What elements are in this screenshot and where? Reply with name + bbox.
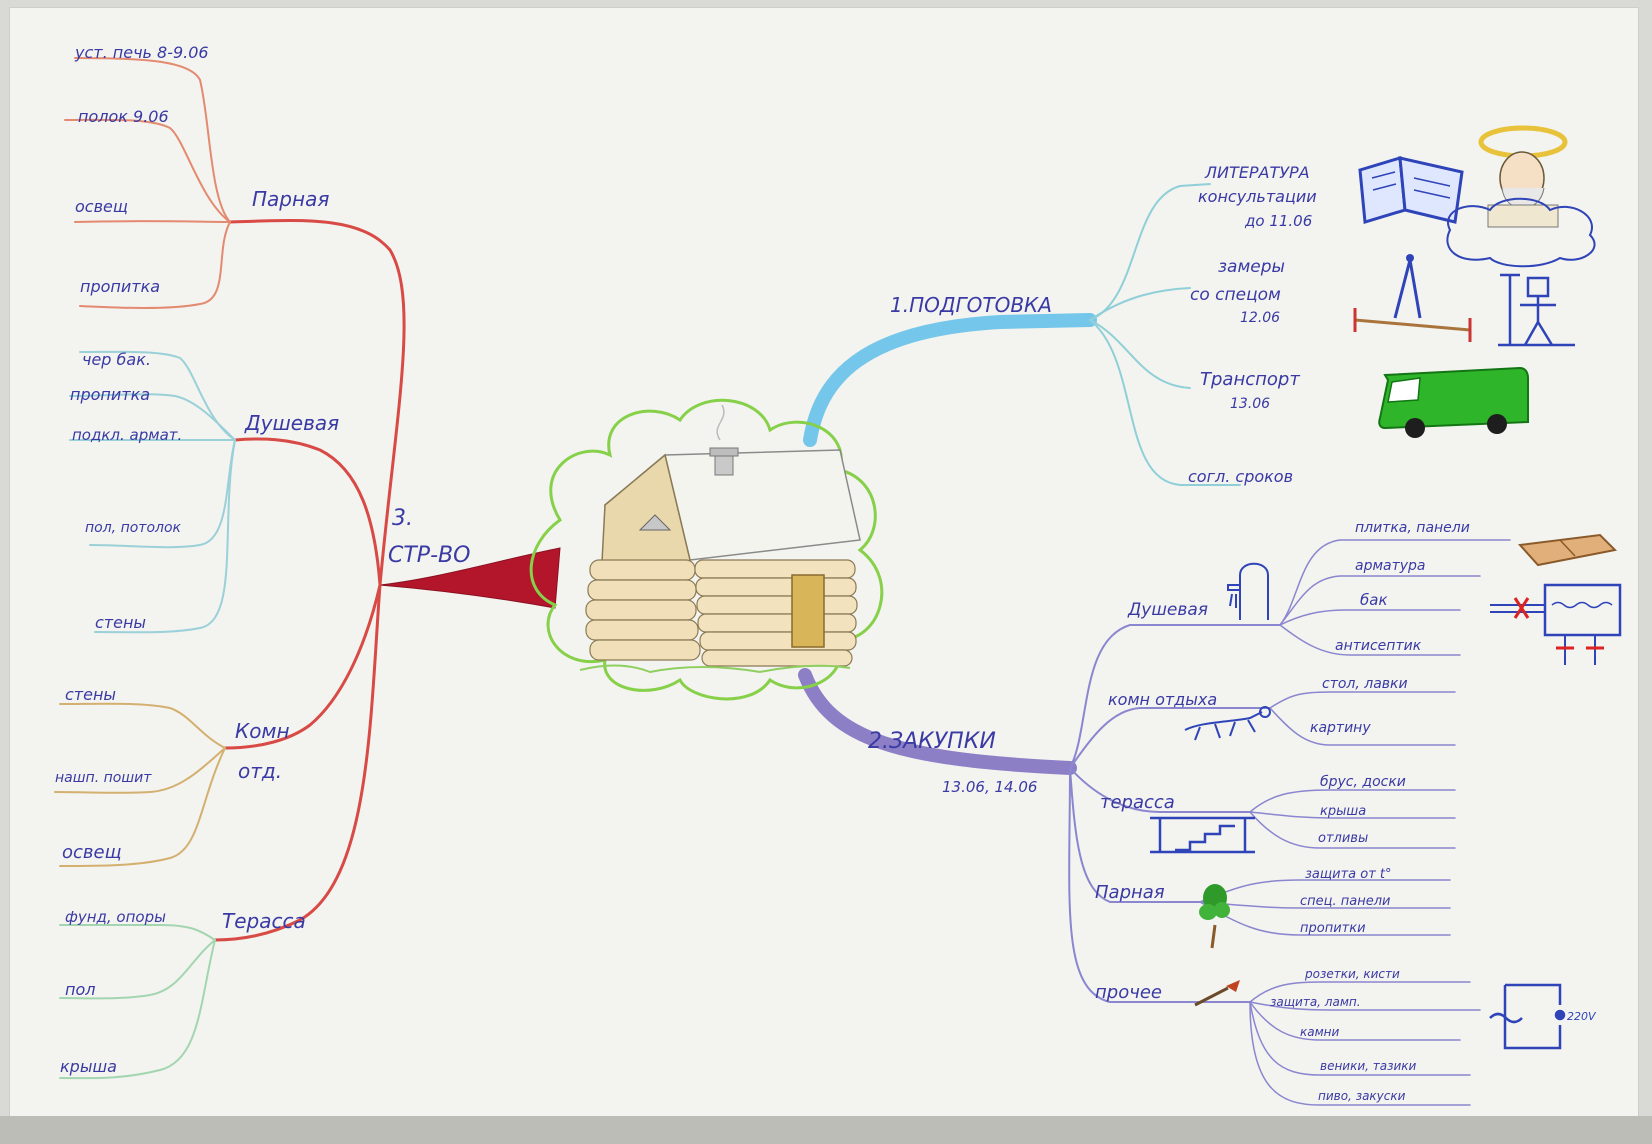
b3-komn-item-2: освещ [62, 842, 122, 863]
b3-parnaya-item-3: пропитка [80, 277, 160, 296]
terrace-stairs-icon [1150, 816, 1255, 854]
b2-prochee-item-0: розетки, кисти [1304, 967, 1400, 981]
b2-prochee-item-1: защита, ламп. [1270, 995, 1361, 1009]
b3-parnaya-item-1: полок 9.06 [78, 107, 169, 126]
b1-item-0-line3: до 11.06 [1244, 212, 1312, 230]
b3-dushevaya-item-3: пол, потолок [85, 520, 182, 536]
b3-dushevaya-item-2: подкл. армат. [72, 426, 182, 444]
tile-plank-icon [1517, 533, 1618, 567]
b2-dushevaya-item-2: бак [1360, 591, 1388, 609]
b2-group-terassa: терасса [1100, 792, 1175, 813]
b1-item-1-line3: 12.06 [1240, 310, 1280, 326]
b3-terassa-item-1: пол [65, 980, 95, 999]
saint-on-cloud-icon [1446, 125, 1596, 268]
b3-dushevaya-item-0: чер бак. [82, 350, 151, 369]
shower-icon [1227, 562, 1269, 620]
b1-item-2-line1: Транспорт [1200, 369, 1300, 390]
b2-komn-item-0: стол, лавки [1322, 676, 1408, 692]
b2-dushevaya-item-1: арматура [1355, 558, 1426, 574]
b3-group-komn-line1: Комн [235, 719, 290, 743]
b3-group-komn-line2: отд. [238, 759, 282, 783]
b2-komn-item-1: картину [1310, 720, 1371, 736]
b2-group-komn-otdyha: комн отдыха [1108, 690, 1217, 709]
b2-prochee-item-4: пиво, закуски [1318, 1089, 1406, 1103]
compass-measure-icon [1353, 254, 1472, 342]
b2-terassa-item-0: брус, доски [1320, 774, 1406, 790]
brush-icon [1194, 980, 1240, 1007]
van-icon [1378, 366, 1529, 438]
b3-komn-item-0: стены [65, 685, 116, 704]
b1-item-2-line2: 13.06 [1230, 396, 1270, 412]
b3-terassa-item-2: крыша [60, 1057, 117, 1076]
b2-dushevaya-item-0: плитка, панели [1355, 520, 1470, 536]
branch2-lines [798, 539, 1511, 1106]
center-house-image [529, 398, 884, 701]
b2-terassa-item-2: отливы [1318, 831, 1368, 846]
branch3-title: СТР-ВО [388, 543, 470, 568]
b1-item-0-line2: консультации [1198, 187, 1317, 206]
branch1-title: 1.ПОДГОТОВКА [890, 293, 1052, 317]
b3-terassa-item-0: фунд, опоры [65, 908, 166, 926]
b3-group-parnaya: Парная [252, 187, 329, 211]
b3-group-dushevaya: Душевая [244, 411, 339, 435]
branch3-lines [54, 57, 561, 1080]
b2-prochee-item-2: камни [1300, 1025, 1340, 1039]
table-edge [0, 1116, 1652, 1144]
branch2-dates: 13.06, 14.06 [942, 778, 1037, 796]
b3-parnaya-item-2: освещ [75, 197, 128, 216]
socket-schematic-icon [1489, 983, 1566, 1050]
book-icon [1358, 156, 1464, 224]
b3-parnaya-item-0: уст. печь 8-9.06 [74, 43, 209, 62]
b2-group-prochee: прочее [1095, 982, 1162, 1003]
b2-parnaya-item-0: защита от t° [1305, 867, 1392, 882]
birch-broom-icon [1199, 884, 1230, 949]
b1-item-1-line1: замеры [1218, 257, 1285, 277]
b1-item-1-line2: со спецом [1190, 285, 1281, 305]
b2-parnaya-item-1: спец. панели [1300, 894, 1390, 909]
branch3-number: 3. [392, 506, 413, 531]
b3-group-terassa: Терасса [222, 909, 306, 933]
b2-group-dushevaya: Душевая [1127, 600, 1208, 620]
branch2-title: 2.ЗАКУПКИ [868, 729, 996, 754]
b2-terassa-item-1: крыша [1320, 804, 1366, 819]
water-tank-icon [1490, 583, 1622, 665]
b1-item-0-line1: ЛИТЕРАТУРА [1204, 163, 1310, 182]
b2-group-parnaya: Парная [1095, 882, 1165, 903]
reclining-figure-icon [1184, 706, 1271, 741]
b2-prochee-item-3: веники, тазики [1320, 1059, 1417, 1073]
b3-komn-item-1: нашп. пошит [55, 770, 152, 786]
b1-item-3: согл. сроков [1188, 467, 1293, 486]
b3-dushevaya-item-1: пропитка [70, 385, 150, 404]
b3-dushevaya-item-4: стены [95, 613, 146, 632]
b2-dushevaya-item-3: антисептик [1335, 638, 1422, 654]
branch1-lines [803, 183, 1241, 486]
b2-parnaya-item-2: пропитки [1300, 921, 1366, 936]
voltage-label: 220V [1567, 1010, 1597, 1023]
height-measure-icon [1498, 273, 1575, 347]
